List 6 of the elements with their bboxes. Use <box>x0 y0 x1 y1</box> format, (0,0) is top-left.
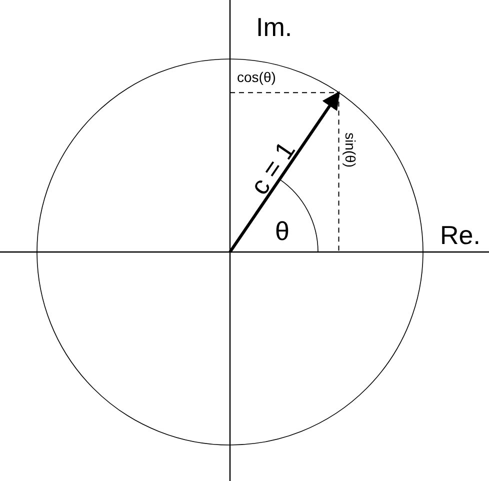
vector-label: c = 1 <box>245 137 299 199</box>
axis-label: Re. <box>440 222 480 248</box>
projection-label: cos(θ) <box>237 70 276 84</box>
projection-label: sin(θ) <box>343 132 357 168</box>
angle-label: θ <box>275 218 290 244</box>
axis-label: Im. <box>256 14 292 40</box>
